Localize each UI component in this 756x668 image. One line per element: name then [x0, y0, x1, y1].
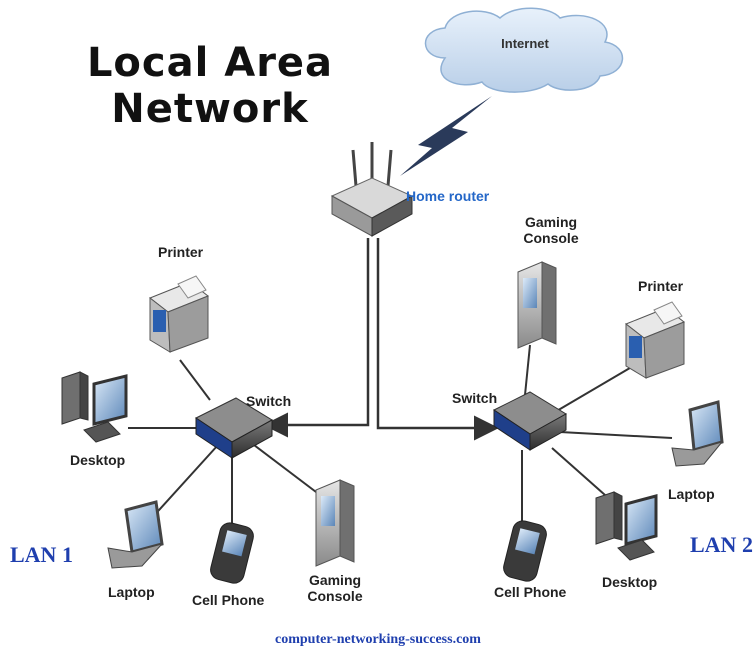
diagram-title: Local Area Network — [60, 40, 360, 132]
internet-cloud-icon — [424, 7, 624, 93]
lan1-links — [128, 359, 321, 525]
lan2-console-label-line-2: Console — [523, 230, 579, 247]
lan2-printer-label: Printer — [638, 278, 684, 294]
lan1-laptop-label: Laptop — [108, 584, 155, 600]
lan2-switch-label: Switch — [452, 390, 498, 406]
lan2-printer-icon — [625, 301, 685, 379]
lan1-switch-label: Switch — [246, 393, 292, 409]
lan2-phone-label: Cell Phone — [494, 584, 567, 600]
lan2-links — [521, 344, 673, 525]
lan1-cell-phone-icon — [210, 522, 254, 584]
source-footer: computer-networking-success.com — [275, 632, 481, 647]
router-icon — [330, 142, 414, 237]
lan1-name: LAN 1 — [10, 542, 73, 567]
lan1-console-label-line-1: Gaming — [308, 572, 362, 588]
lan1-console-label: Gaming Console — [300, 572, 370, 604]
wan-link-icon — [400, 96, 492, 176]
lan2-cell-phone-icon — [503, 520, 547, 582]
lan1-laptop-icon — [107, 500, 164, 569]
title-line-1: Local Area — [86, 40, 334, 86]
lan2-desktop-label: Desktop — [602, 574, 658, 590]
lan1-printer-label: Printer — [158, 244, 204, 260]
router-label: Home router — [406, 188, 490, 204]
lan2-laptop-label: Laptop — [668, 486, 715, 502]
lan1-desktop-label: Desktop — [70, 452, 126, 468]
lan2-console-label: Gaming Console — [516, 214, 586, 246]
lan1-phone-label: Cell Phone — [192, 592, 265, 608]
lan2-switch-icon — [493, 391, 567, 451]
lan1-gaming-console-icon — [315, 479, 355, 567]
lan2-desktop-icon — [595, 491, 658, 561]
backbone-links — [263, 238, 499, 441]
lan2-laptop-icon — [671, 400, 724, 467]
lan1-switch-icon — [195, 397, 273, 459]
internet-label: Internet — [501, 36, 549, 51]
title-line-2: Network — [111, 86, 309, 132]
lan2-name: LAN 2 — [690, 532, 753, 557]
lan1-console-label-line-2: Console — [307, 588, 363, 605]
lan1-desktop-icon — [61, 371, 128, 443]
lan1-printer-icon — [149, 275, 209, 353]
lan2-console-label-line-1: Gaming — [524, 214, 578, 230]
lan2-gaming-console-icon — [517, 261, 557, 349]
